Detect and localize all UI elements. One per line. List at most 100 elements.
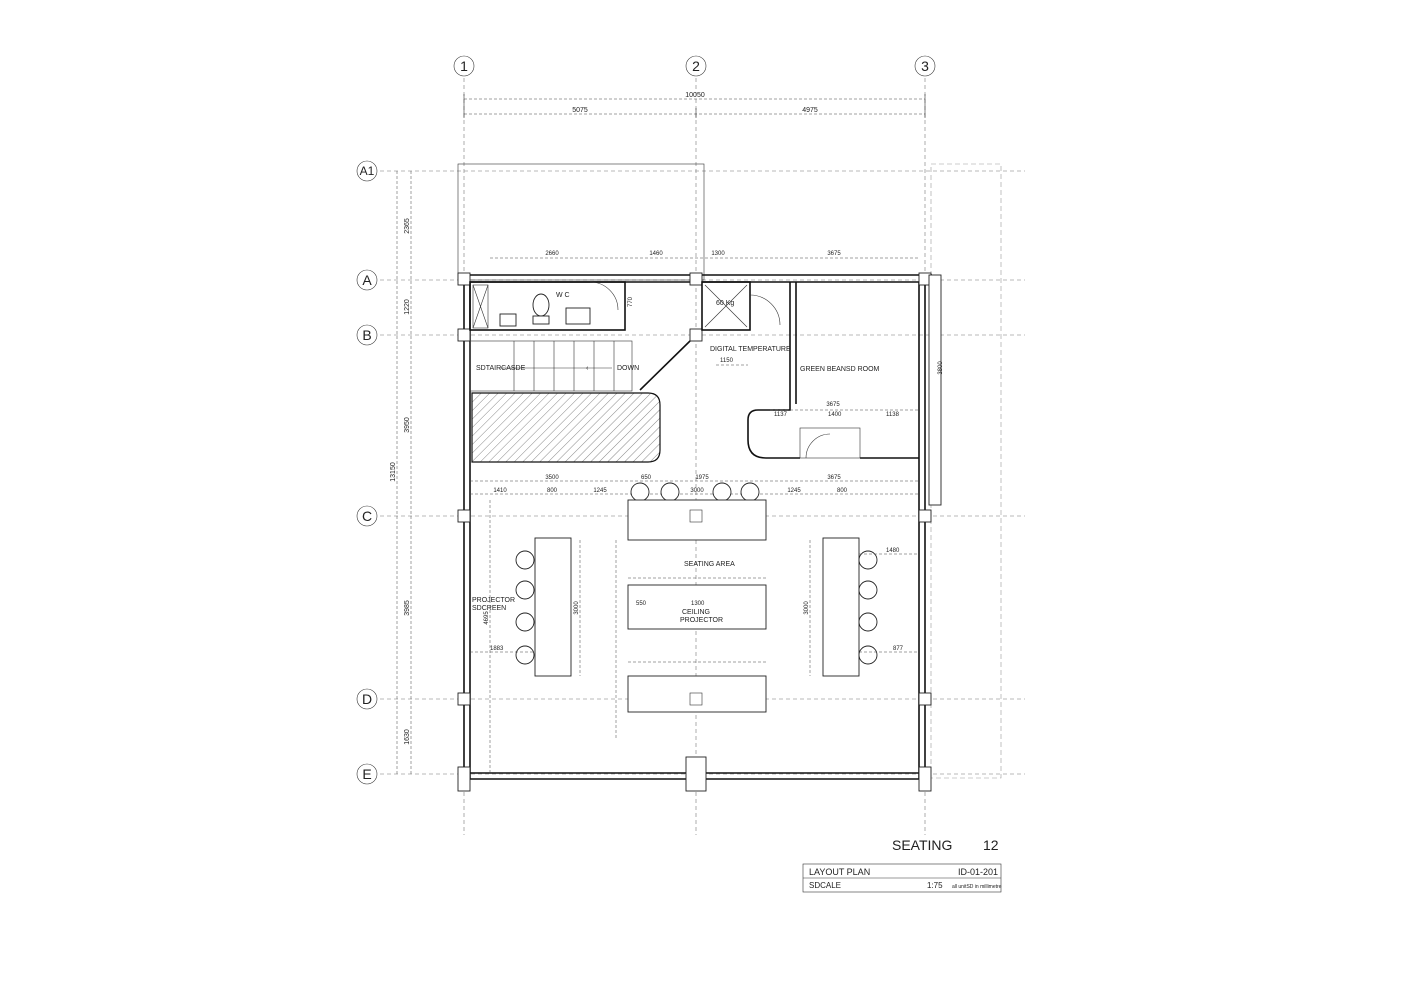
grid-bubble-row-D: D: [356, 688, 378, 710]
interior-dimension-lines: 1883 877 1480 1300 550 3000 3000 4695: [470, 500, 919, 773]
grid-bubble-row-E: E: [356, 763, 378, 785]
left-dimension-chain: 13150 2365 1220 3950 3985 1630: [390, 171, 412, 774]
dim-overall-width: 10050: [685, 92, 705, 99]
drawing-title-name: SEATING: [892, 837, 952, 853]
dim-mid-bot-3: 1245: [593, 488, 607, 494]
service-counter: [471, 392, 661, 463]
digital-temperature-area: DIGITAL TEMPERATURE 1150: [639, 340, 791, 391]
mid-dimension-chain: 3500 650 1975 3675 1410 800 1245 3000 12…: [470, 251, 919, 495]
dim-bay-2-3: 4975: [802, 107, 818, 114]
dim-overall-height: 13150: [390, 462, 397, 482]
dim-3000-right: 3000: [804, 601, 810, 615]
grid-bubble-column-1: 1: [453, 55, 475, 77]
dim-green-sub-2: 1400: [828, 412, 842, 418]
table-right-long: [822, 537, 860, 677]
dim-1883: 1883: [490, 646, 504, 652]
drawing-title: SEATING 12: [892, 837, 999, 853]
dim-877: 877: [893, 646, 904, 652]
dim-row-d-e: 1630: [404, 729, 411, 745]
svg-text:D: D: [362, 691, 372, 707]
sink-icon: [565, 307, 591, 325]
grid-bubble-column-3: 3: [914, 55, 936, 77]
dim-digital-temp-width: 1150: [720, 358, 734, 364]
staircase: SDTAIRCASDE DOWN ‹: [469, 340, 639, 392]
storage-weight-label: 60 Kg: [716, 300, 734, 307]
dim-1300-mid: 1300: [691, 601, 705, 607]
svg-text:A1: A1: [360, 164, 375, 178]
svg-text:1: 1: [460, 58, 468, 74]
grid-bubble-row-A: A: [356, 269, 378, 291]
digital-temperature-label: DIGITAL TEMPERATURE: [710, 346, 791, 353]
dim-1480: 1480: [886, 548, 900, 554]
table-left-long: [534, 537, 572, 677]
svg-text:E: E: [362, 766, 371, 782]
title-block-drawing-title: LAYOUT PLAN: [809, 867, 870, 877]
staircase-label: SDTAIRCASDE: [476, 365, 526, 372]
title-block-units-note: all unitSD in millimetre: [952, 884, 1002, 890]
dim-mid-top-2: 650: [641, 475, 652, 481]
grid-bubble-row-B: B: [356, 324, 378, 346]
title-block: LAYOUT PLAN ID-01-201 SDCALE 1:75 all un…: [802, 863, 1002, 893]
grid-bubble-row-C: C: [356, 505, 378, 527]
dim-3000-left: 3000: [574, 601, 580, 615]
title-block-scale-label: SDCALE: [809, 881, 841, 890]
ceiling-projector-label-2: PROJECTOR: [680, 617, 723, 624]
svg-text:A: A: [362, 272, 372, 288]
projector-screen-label-1: PROJECTOR: [472, 597, 515, 604]
dim-4695: 4695: [484, 611, 490, 625]
dim-top-seg-4: 3675: [827, 251, 841, 257]
dim-mid-bot-2: 800: [547, 488, 558, 494]
dim-green-room-height: 3800: [938, 361, 944, 375]
seating-area-label: SEATING AREA: [684, 561, 735, 568]
seating-labels: SEATING AREA CEILING PROJECTOR PROJECTOR…: [472, 561, 735, 624]
dim-mid-top-1: 3500: [545, 475, 559, 481]
dim-mid-top-4: 3675: [827, 475, 841, 481]
dim-top-seg-3: 1300: [711, 251, 725, 257]
dim-wc-770: 770: [628, 296, 634, 307]
dim-row-a1-a: 2365: [404, 218, 411, 234]
green-beans-room-label: GREEN BEANSD ROOM: [800, 366, 880, 373]
dim-mid-bot-4: 3000: [690, 488, 704, 494]
dim-row-a-b: 1220: [404, 299, 411, 315]
dim-top-seg-2: 1460: [649, 251, 663, 257]
storage-room: 60 Kg: [701, 281, 781, 331]
svg-text:B: B: [362, 327, 371, 343]
stair-arrow-icon: ‹: [586, 365, 589, 372]
ceiling-projector-label-1: CEILING: [682, 609, 710, 616]
stool-row-top: [630, 482, 760, 502]
table-top-center: [627, 499, 767, 541]
dim-green-room-width: 3675: [826, 402, 840, 408]
dim-mid-bot-6: 800: [837, 488, 848, 494]
dim-mid-top-3: 1975: [695, 475, 709, 481]
stools-left: [515, 550, 535, 665]
dim-row-c-d: 3985: [404, 600, 411, 616]
title-block-scale-value: 1:75: [927, 881, 943, 890]
svg-text:2: 2: [692, 58, 700, 74]
dim-550-left: 550: [636, 601, 647, 607]
svg-text:3: 3: [921, 58, 929, 74]
structural-columns: [457, 272, 942, 792]
dim-mid-bot-5: 1245: [787, 488, 801, 494]
dim-green-sub-3: 1138: [886, 412, 900, 418]
top-dimension-chain: 10050 5075 4975: [463, 92, 926, 118]
projector-screen-label-2: SDCREEN: [472, 605, 506, 612]
wc-room: W C 770: [469, 281, 634, 331]
grid-bubble-column-2: 2: [685, 55, 707, 77]
dim-top-seg-1: 2660: [545, 251, 559, 257]
dim-row-b-c: 3950: [404, 417, 411, 433]
toilet-icon: [532, 293, 550, 317]
dim-mid-bot-1: 1410: [493, 488, 507, 494]
table-middle: [627, 584, 767, 630]
title-block-drawing-code: ID-01-201: [958, 867, 998, 877]
wc-label: W C: [556, 292, 570, 299]
stools-right: [858, 550, 878, 665]
down-label: DOWN: [617, 365, 639, 372]
grid-bubble-row-A1: A1: [356, 160, 378, 182]
table-bottom: [627, 675, 767, 713]
svg-text:C: C: [362, 508, 372, 524]
dim-bay-1-2: 5075: [572, 107, 588, 114]
dim-green-sub-1: 1137: [774, 412, 788, 418]
drawing-title-number: 12: [983, 837, 999, 853]
green-beans-room: GREEN BEANSD ROOM 3675 1137 1400 1138 38…: [747, 282, 944, 459]
